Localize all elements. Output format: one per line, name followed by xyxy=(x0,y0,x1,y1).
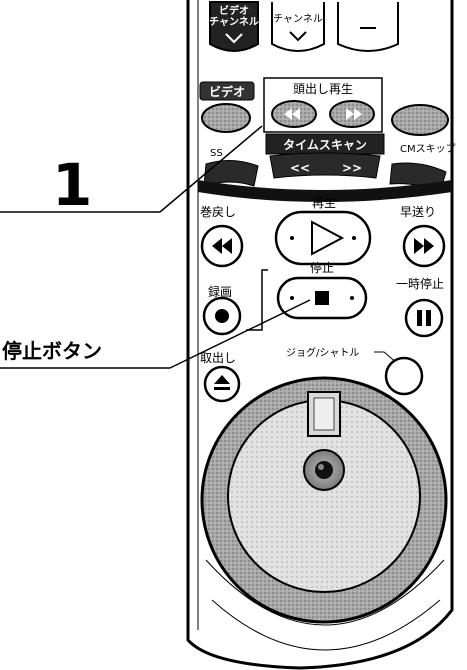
rewind-button[interactable] xyxy=(200,224,244,268)
jog-shuttle-dial[interactable] xyxy=(200,376,448,624)
step-callout-leader xyxy=(159,125,263,213)
pause-label: 一時停止 xyxy=(396,276,444,291)
video-label: ビデオ xyxy=(209,84,245,99)
stop-label: 停止 xyxy=(310,260,334,275)
jog-shuttle-side-button[interactable] xyxy=(384,356,424,396)
channel-label: チャンネル xyxy=(273,13,323,25)
index-play-label: 頭出し再生 xyxy=(293,82,353,96)
index-forward-button[interactable] xyxy=(329,100,375,128)
play-button[interactable] xyxy=(274,210,372,266)
step-number-callout: 1 xyxy=(52,151,92,219)
eject-label: 取出し xyxy=(200,351,236,365)
svg-text:>>: >> xyxy=(342,161,362,175)
remote-body xyxy=(186,0,454,670)
stop-button-callout: 停止ボタン xyxy=(2,339,102,363)
video-channel-label: ビデオチャンネル xyxy=(209,4,259,28)
record-label: 録画 xyxy=(208,284,232,299)
svg-text:<<: << xyxy=(290,161,310,175)
right-side-button[interactable] xyxy=(391,104,449,136)
play-label: 再生 xyxy=(312,196,336,210)
time-scan-label: タイムスキャン xyxy=(283,138,367,152)
rewind-label: 巻戻し xyxy=(200,205,236,219)
jog-knob[interactable] xyxy=(303,449,345,491)
index-rewind-button[interactable] xyxy=(271,100,317,128)
fast-forward-button[interactable] xyxy=(402,224,446,268)
time-scan-button[interactable]: タイムスキャン << >> xyxy=(265,133,385,179)
cm-skip-label: CMスキップ xyxy=(400,143,456,155)
pause-button[interactable] xyxy=(404,298,444,338)
stop-button[interactable] xyxy=(276,276,368,320)
jog-shuttle-label: ジョグ/シャトル xyxy=(286,346,359,359)
record-button[interactable] xyxy=(202,296,242,336)
button-band xyxy=(198,180,452,202)
eject-button[interactable] xyxy=(203,365,241,403)
fast-forward-label: 早送り xyxy=(400,204,436,219)
ss-label: SS xyxy=(210,148,223,159)
channel-down-button[interactable]: チャンネル xyxy=(271,2,325,52)
stop-callout-leader xyxy=(169,299,311,369)
video-button[interactable]: ビデオ xyxy=(199,81,255,133)
video-channel-button[interactable]: ビデオチャンネル xyxy=(209,1,259,52)
volume-down-button[interactable] xyxy=(337,2,399,52)
index-play-frame xyxy=(263,77,383,133)
ss-button[interactable] xyxy=(203,160,259,187)
